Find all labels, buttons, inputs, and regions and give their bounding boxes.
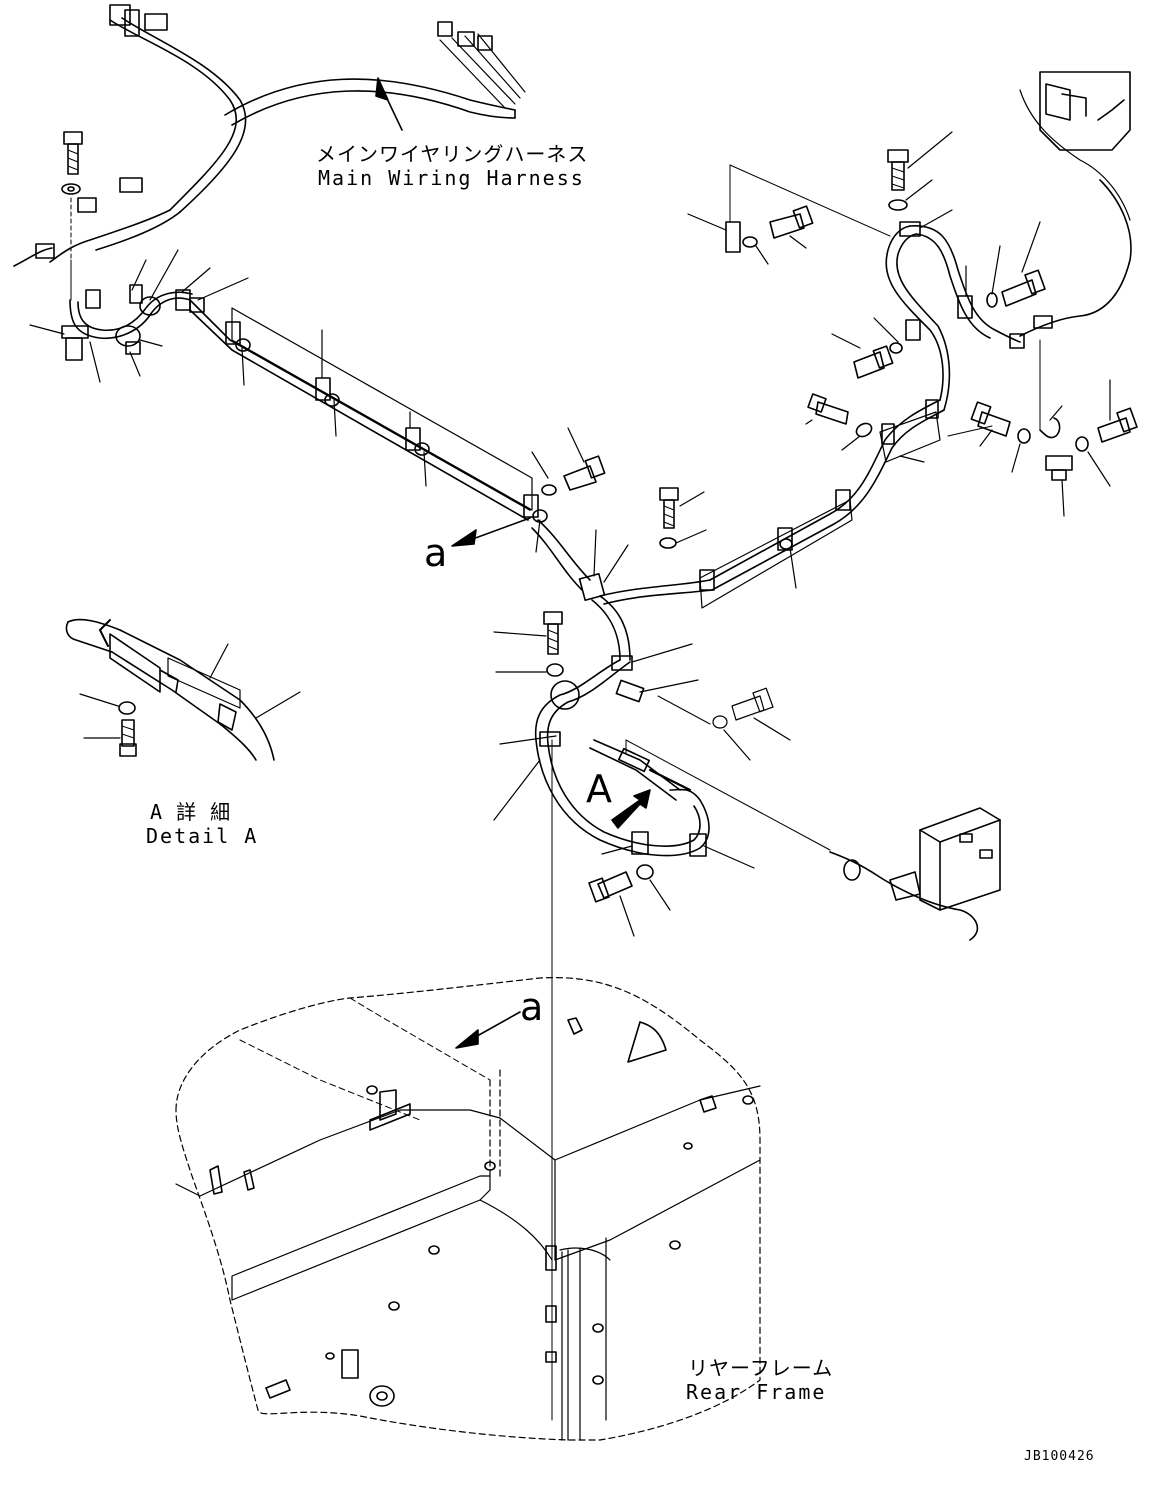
right-harness-cover — [699, 399, 945, 609]
harness-leader — [375, 77, 403, 131]
upper-right-bolts — [687, 131, 1138, 517]
right-cover-leaders — [789, 455, 925, 589]
left-cluster-leaders — [29, 249, 249, 383]
left-cover-leaders — [241, 329, 541, 553]
detail-a-label-jp: A 詳 細 — [150, 800, 232, 824]
center-bolt-2 — [659, 487, 707, 549]
ref-mark-a-top: a — [424, 531, 448, 575]
lower-loop-leaders — [493, 643, 791, 937]
detail-a-drawing — [65, 618, 301, 761]
lower-right-component — [829, 807, 1001, 941]
left-clamp-cluster — [61, 284, 205, 361]
upper-right-connector — [1019, 71, 1131, 221]
center-bolt-1 — [531, 427, 606, 496]
main-wiring-harness — [49, 4, 526, 263]
center-grommet — [578, 529, 713, 661]
rear-frame — [175, 977, 761, 1441]
upper-right-harness — [885, 179, 1132, 431]
lower-harness-loop — [534, 655, 710, 903]
ref-arrow-a-bottom — [455, 1011, 521, 1049]
ref-mark-a-bottom: a — [520, 985, 544, 1029]
rear-frame-label-en: Rear Frame — [686, 1380, 827, 1404]
view-arrow-label: A — [586, 767, 612, 811]
rear-frame-label-jp: リヤーフレーム — [688, 1356, 834, 1380]
main-harness-label-en: Main Wiring Harness — [318, 166, 585, 190]
sensor-lead — [589, 739, 831, 851]
detail-a-label-en: Detail A — [146, 824, 259, 848]
right-center-bolts — [805, 317, 903, 451]
main-harness-label-jp: メインワイヤリングハーネス — [316, 142, 589, 166]
left-harness-cover — [189, 299, 591, 591]
drawing-code: JB100426 — [1024, 1449, 1095, 1464]
ref-arrow-a-top — [451, 517, 531, 547]
left-bolt-stack — [13, 131, 83, 301]
